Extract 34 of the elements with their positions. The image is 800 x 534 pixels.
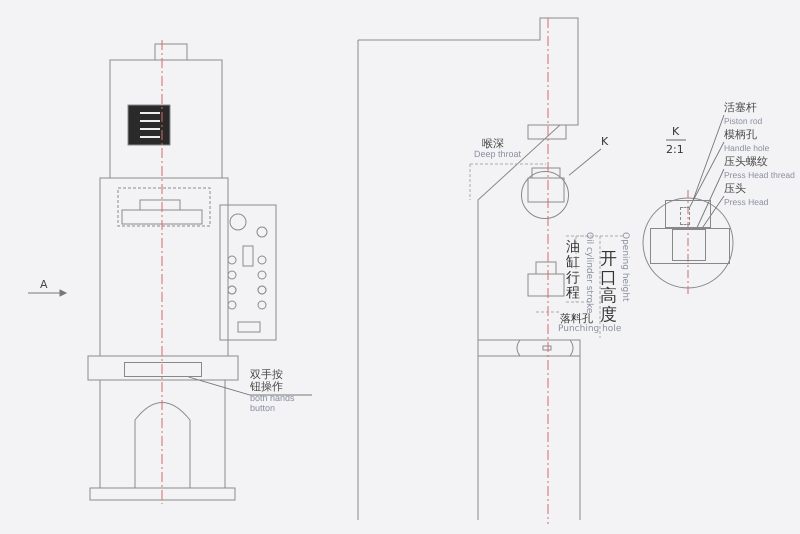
detail-circle-mark	[521, 171, 569, 219]
leader-line	[568, 148, 602, 176]
dimension-label-chinese: 油缸行程	[566, 240, 580, 302]
leader-line	[689, 142, 724, 208]
callout-label-chinese: 模柄孔	[724, 129, 758, 141]
dimension-label-english: Deep throat	[474, 149, 522, 159]
detail-mark: K	[601, 136, 610, 148]
callout-label-chinese: 压头	[724, 183, 747, 195]
detail-mark: K	[672, 125, 680, 138]
piston-rod	[665, 200, 711, 228]
callout-label-english: Handle hole	[724, 143, 770, 153]
dimension-label-english: Opening height	[620, 232, 630, 302]
press-head-thread	[672, 229, 706, 261]
dimension-label-chinese: 开口高度	[600, 250, 617, 325]
button-plate	[124, 362, 202, 377]
leader-line	[692, 114, 724, 200]
callout-label-english: Press Head	[724, 197, 770, 207]
handle-hole	[680, 207, 690, 225]
dimension-label-chinese: 落料孔	[560, 312, 593, 325]
press-head	[650, 228, 730, 264]
leader-line	[702, 196, 724, 228]
dimension-label-english: Oil cylinder stroke	[584, 232, 594, 314]
callout-label-chinese: 双手按钮操作	[250, 369, 284, 393]
callout-label-chinese: 活塞杆	[724, 102, 758, 114]
dimension-label-english: Punching hole	[558, 324, 622, 334]
leader-line	[696, 168, 724, 230]
callout-label-chinese: 压头螺纹	[724, 156, 769, 168]
scale-label: 2:1	[666, 143, 684, 156]
callout-label-english: Piston rod	[724, 116, 764, 126]
leader-line	[188, 376, 312, 396]
callout-label-english: Press Head thread	[724, 170, 796, 180]
view-mark: A	[40, 278, 48, 291]
dimension-label-chinese: 喉深	[482, 136, 504, 150]
callout-label-english: both hands button	[250, 393, 296, 413]
